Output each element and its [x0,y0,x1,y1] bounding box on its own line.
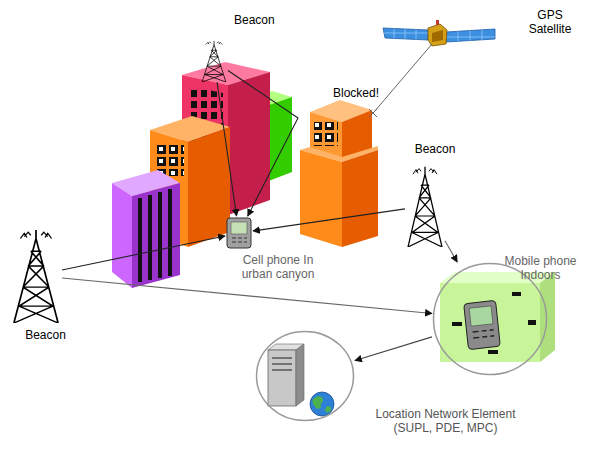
ellipse-outline [257,332,354,421]
satellite-icon [383,20,495,46]
drive-slot [272,358,292,370]
signal-arrow [355,337,432,361]
window-mark [528,320,536,325]
node-label: Location Network Element (SUPL, PDE, MPC… [358,407,533,435]
server-front [268,350,296,406]
building-orange [300,100,378,247]
building-face [228,72,270,215]
satellite-body [428,24,447,46]
node-label: Beacon [405,142,465,156]
radio-tower [14,230,58,323]
solar-panel [383,28,428,40]
node-label: Beacon [18,328,73,342]
phone-keys [473,330,495,338]
phone-icon [464,300,501,349]
globe-land [312,396,331,412]
building-face [112,183,132,288]
signal-arrow [445,241,457,262]
radio-beacon: Beacon [10,228,62,323]
building-face [342,150,378,247]
phone-keys [232,238,247,242]
window-mark [512,292,521,296]
gps-signal-line [374,44,432,112]
node-label: Cell phone In urban canyon [228,253,328,281]
radio-tower [202,41,226,82]
solar-panel-grid [384,29,428,40]
building-face [300,150,342,247]
signal-arrow [62,236,225,270]
node-label: GPS Satellite [520,8,580,36]
network-element: Location Network Element (SUPL, PDE, MPC… [255,330,355,422]
node-label: Mobile phone Indoors [493,254,588,282]
node-label: Beacon [234,13,294,27]
building-face [188,127,230,247]
globe-icon [310,392,334,416]
gps-satellite: GPS Satellite [385,22,495,46]
satellite-antenna [436,20,439,25]
radio-beacon: Beacon [405,165,445,247]
satellite-body [432,30,443,42]
building-windows [140,189,170,282]
note-label: Blocked! [333,86,403,100]
server-icon [268,344,334,416]
signal-arrow [217,82,236,216]
phone-icon [227,218,251,248]
indoor-zone: Mobile phone Indoors [432,262,548,376]
building-purple [112,170,180,288]
building-face [132,183,180,288]
ellipse-outline [255,330,355,422]
signal-arrow [253,209,405,231]
solar-panel [446,29,495,42]
signal-arrow [62,278,432,313]
phone-screen [469,306,493,326]
building-windows [314,122,338,146]
signal-arrow [228,71,298,217]
building-face [540,272,555,362]
solar-panel-grid [446,30,495,42]
cell-phone: Cell phone In urban canyon [225,216,253,250]
phone-body [464,300,501,349]
window-mark [488,350,498,354]
blocked-mark [369,109,377,117]
server-side [296,344,304,406]
radio-tower [408,167,442,247]
phone-screen [231,222,247,234]
radio-beacon: Beacon [200,40,228,82]
phone-body [227,218,251,248]
building-face [440,283,540,362]
window-mark [452,322,462,326]
